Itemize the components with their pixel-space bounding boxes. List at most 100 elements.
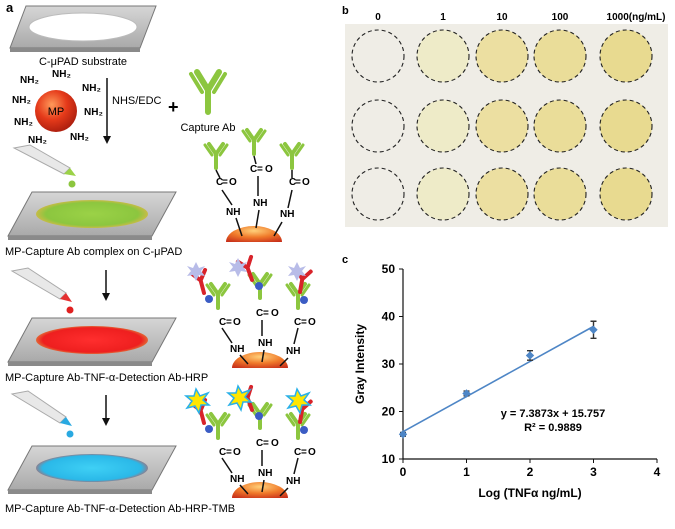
- y-tick-label: 20: [382, 405, 396, 419]
- step1-caption: MP-Capture Ab complex on C-μPAD: [5, 246, 182, 258]
- chem-c: C: [294, 447, 301, 458]
- chem-o: O: [308, 317, 316, 328]
- chem-o: O: [308, 447, 316, 458]
- x-tick-label: 0: [400, 465, 407, 479]
- chem-c: C: [289, 177, 296, 188]
- step3-plate: [7, 445, 177, 494]
- amine-label: NH₂: [70, 132, 89, 143]
- x-axis-label: Log (TNFα ng/mL): [478, 486, 581, 500]
- test-spot: [351, 99, 405, 153]
- step3-pipette: [10, 390, 74, 438]
- chem-bond: =: [295, 177, 301, 188]
- y-tick-label: 40: [382, 310, 396, 324]
- calibration-chart: Gray Intensity Log (TNFα ng/mL) y = 7.38…: [353, 262, 661, 500]
- chem-o: O: [302, 177, 310, 188]
- chem-nh: NH: [230, 474, 244, 485]
- fit-equation: y = 7.3873x + 15.757: [501, 408, 606, 420]
- amine-label: NH₂: [84, 107, 103, 118]
- chem-o: O: [233, 447, 241, 458]
- chem-c: C: [219, 317, 226, 328]
- y-tick-label: 30: [382, 357, 396, 371]
- chem-o: O: [229, 177, 237, 188]
- x-tick-label: 1: [463, 465, 470, 479]
- chem-c: C: [216, 177, 223, 188]
- chem-nh: NH: [258, 338, 272, 349]
- chem-c: C: [256, 308, 263, 319]
- capture-ab-label: Capture Ab: [180, 122, 235, 134]
- arrow-head: [102, 293, 110, 301]
- mp-label: MP: [48, 106, 65, 118]
- panel-b: b 0 1 10 100 1000(ng/mL): [342, 5, 668, 227]
- tmb-star: [183, 387, 212, 415]
- chem-nh: NH: [226, 207, 240, 218]
- data-point: [589, 325, 598, 334]
- step2-plate: [7, 317, 177, 366]
- chem-bond: =: [222, 177, 228, 188]
- spot-grid: [351, 29, 653, 221]
- test-spot: [416, 99, 470, 153]
- amine-groups: NH₂ NH₂ NH₂ NH₂ NH₂ NH₂ NH₂ NH₂: [12, 69, 103, 146]
- test-spot: [599, 29, 653, 83]
- chem-o: O: [271, 308, 279, 319]
- step1-molecule: C = O NH C = O NH C = O NH: [203, 128, 310, 242]
- chem-nh: NH: [286, 476, 300, 487]
- magnetic-particle: MP NH₂ NH₂ NH₂ NH₂ NH₂ NH₂ NH₂ NH₂: [12, 69, 103, 146]
- substrate-plate: [9, 5, 157, 52]
- step2-caption: MP-Capture Ab-TNF-α-Detection Ab-HRP: [5, 372, 208, 384]
- step3-caption: MP-Capture Ab-TNF-α-Detection Ab-HRP-TMB: [5, 503, 235, 515]
- step1-plate: [7, 191, 177, 240]
- step1-pipette: [12, 144, 76, 188]
- arrow-head: [102, 418, 110, 426]
- data-point: [398, 430, 408, 439]
- test-spot: [475, 29, 529, 83]
- y-tick-label: 50: [382, 262, 396, 276]
- panel-a-letter: a: [6, 0, 14, 15]
- col-label-4: 1000(ng/mL): [607, 12, 666, 23]
- amine-label: NH₂: [12, 95, 31, 106]
- test-spot: [599, 167, 653, 221]
- test-spot: [416, 29, 470, 83]
- tmb-star: [225, 384, 254, 412]
- chem-bond: =: [301, 317, 307, 328]
- amine-label: NH₂: [28, 135, 47, 146]
- test-spot: [475, 167, 529, 221]
- y-axis-label: Gray Intensity: [353, 324, 367, 404]
- test-spot: [599, 99, 653, 153]
- test-spot: [533, 99, 587, 153]
- x-tick-label: 4: [654, 465, 661, 479]
- chem-nh: NH: [253, 198, 267, 209]
- hrp-star: [288, 262, 306, 281]
- panel-c: c Gray Intensity Log (TNFα ng/mL) y = 7.…: [342, 254, 661, 500]
- chem-nh: NH: [230, 344, 244, 355]
- arrow-head: [103, 136, 111, 144]
- chem-c: C: [256, 438, 263, 449]
- data-point: [462, 389, 471, 398]
- panel-c-letter: c: [342, 254, 348, 266]
- plus-sign: +: [168, 97, 179, 117]
- chem-o: O: [233, 317, 241, 328]
- chem-nh: NH: [286, 346, 300, 357]
- amine-label: NH₂: [52, 69, 71, 80]
- reagent-label: NHS/EDC: [112, 95, 162, 107]
- test-spot: [475, 99, 529, 153]
- data-point: [525, 351, 535, 360]
- chem-bond: =: [263, 438, 269, 449]
- chem-bond: =: [257, 164, 263, 175]
- step2-pipette: [10, 267, 74, 314]
- chem-c: C: [250, 164, 257, 175]
- hrp-star: [187, 262, 205, 281]
- y-tick-label: 10: [382, 452, 396, 466]
- amine-label: NH₂: [82, 83, 101, 94]
- chem-nh: NH: [280, 209, 294, 220]
- test-spot: [416, 167, 470, 221]
- test-spot: [351, 29, 405, 83]
- step3-molecule: C = O NH C = O NH C = O NH: [183, 384, 316, 498]
- chem-o: O: [265, 164, 273, 175]
- x-tick-label: 3: [590, 465, 597, 479]
- chem-nh: NH: [258, 468, 272, 479]
- chem-bond: =: [226, 317, 232, 328]
- tmb-star: [284, 387, 313, 415]
- test-spot: [533, 167, 587, 221]
- chem-c: C: [219, 447, 226, 458]
